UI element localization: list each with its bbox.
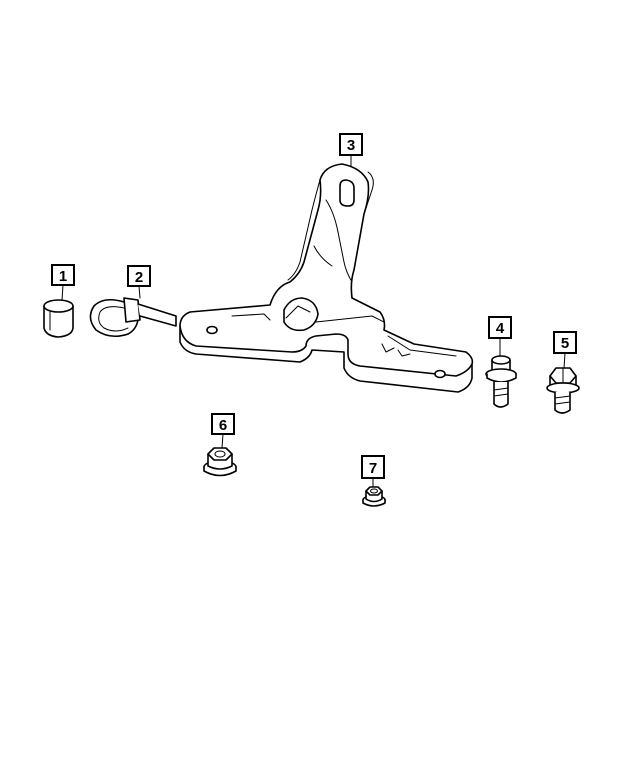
callout-1: 1 bbox=[51, 264, 75, 286]
callout-label-1: 1 bbox=[59, 268, 67, 285]
part-6-flange-nut[interactable] bbox=[203, 447, 237, 477]
callout-label-3: 3 bbox=[347, 137, 355, 154]
part-2-cable-tie[interactable] bbox=[89, 297, 177, 338]
callout-7: 7 bbox=[361, 455, 385, 479]
part-1-spacer[interactable] bbox=[43, 299, 74, 338]
part-5-hex-bolt[interactable] bbox=[546, 367, 580, 414]
leader-lines bbox=[61, 154, 566, 488]
callout-label-4: 4 bbox=[496, 320, 505, 337]
callout-label-2: 2 bbox=[135, 269, 143, 286]
callout-2: 2 bbox=[127, 265, 151, 287]
callout-label-7: 7 bbox=[369, 460, 377, 477]
callout-label-6: 6 bbox=[219, 417, 227, 434]
callout-label-5: 5 bbox=[561, 335, 569, 352]
callout-4: 4 bbox=[488, 316, 512, 339]
part-3-bracket[interactable] bbox=[179, 163, 474, 393]
part-7-nut[interactable] bbox=[362, 486, 386, 507]
callout-6: 6 bbox=[211, 413, 235, 435]
part-4-bolt[interactable] bbox=[485, 355, 517, 408]
callout-5: 5 bbox=[553, 331, 577, 354]
callout-3: 3 bbox=[339, 133, 363, 156]
